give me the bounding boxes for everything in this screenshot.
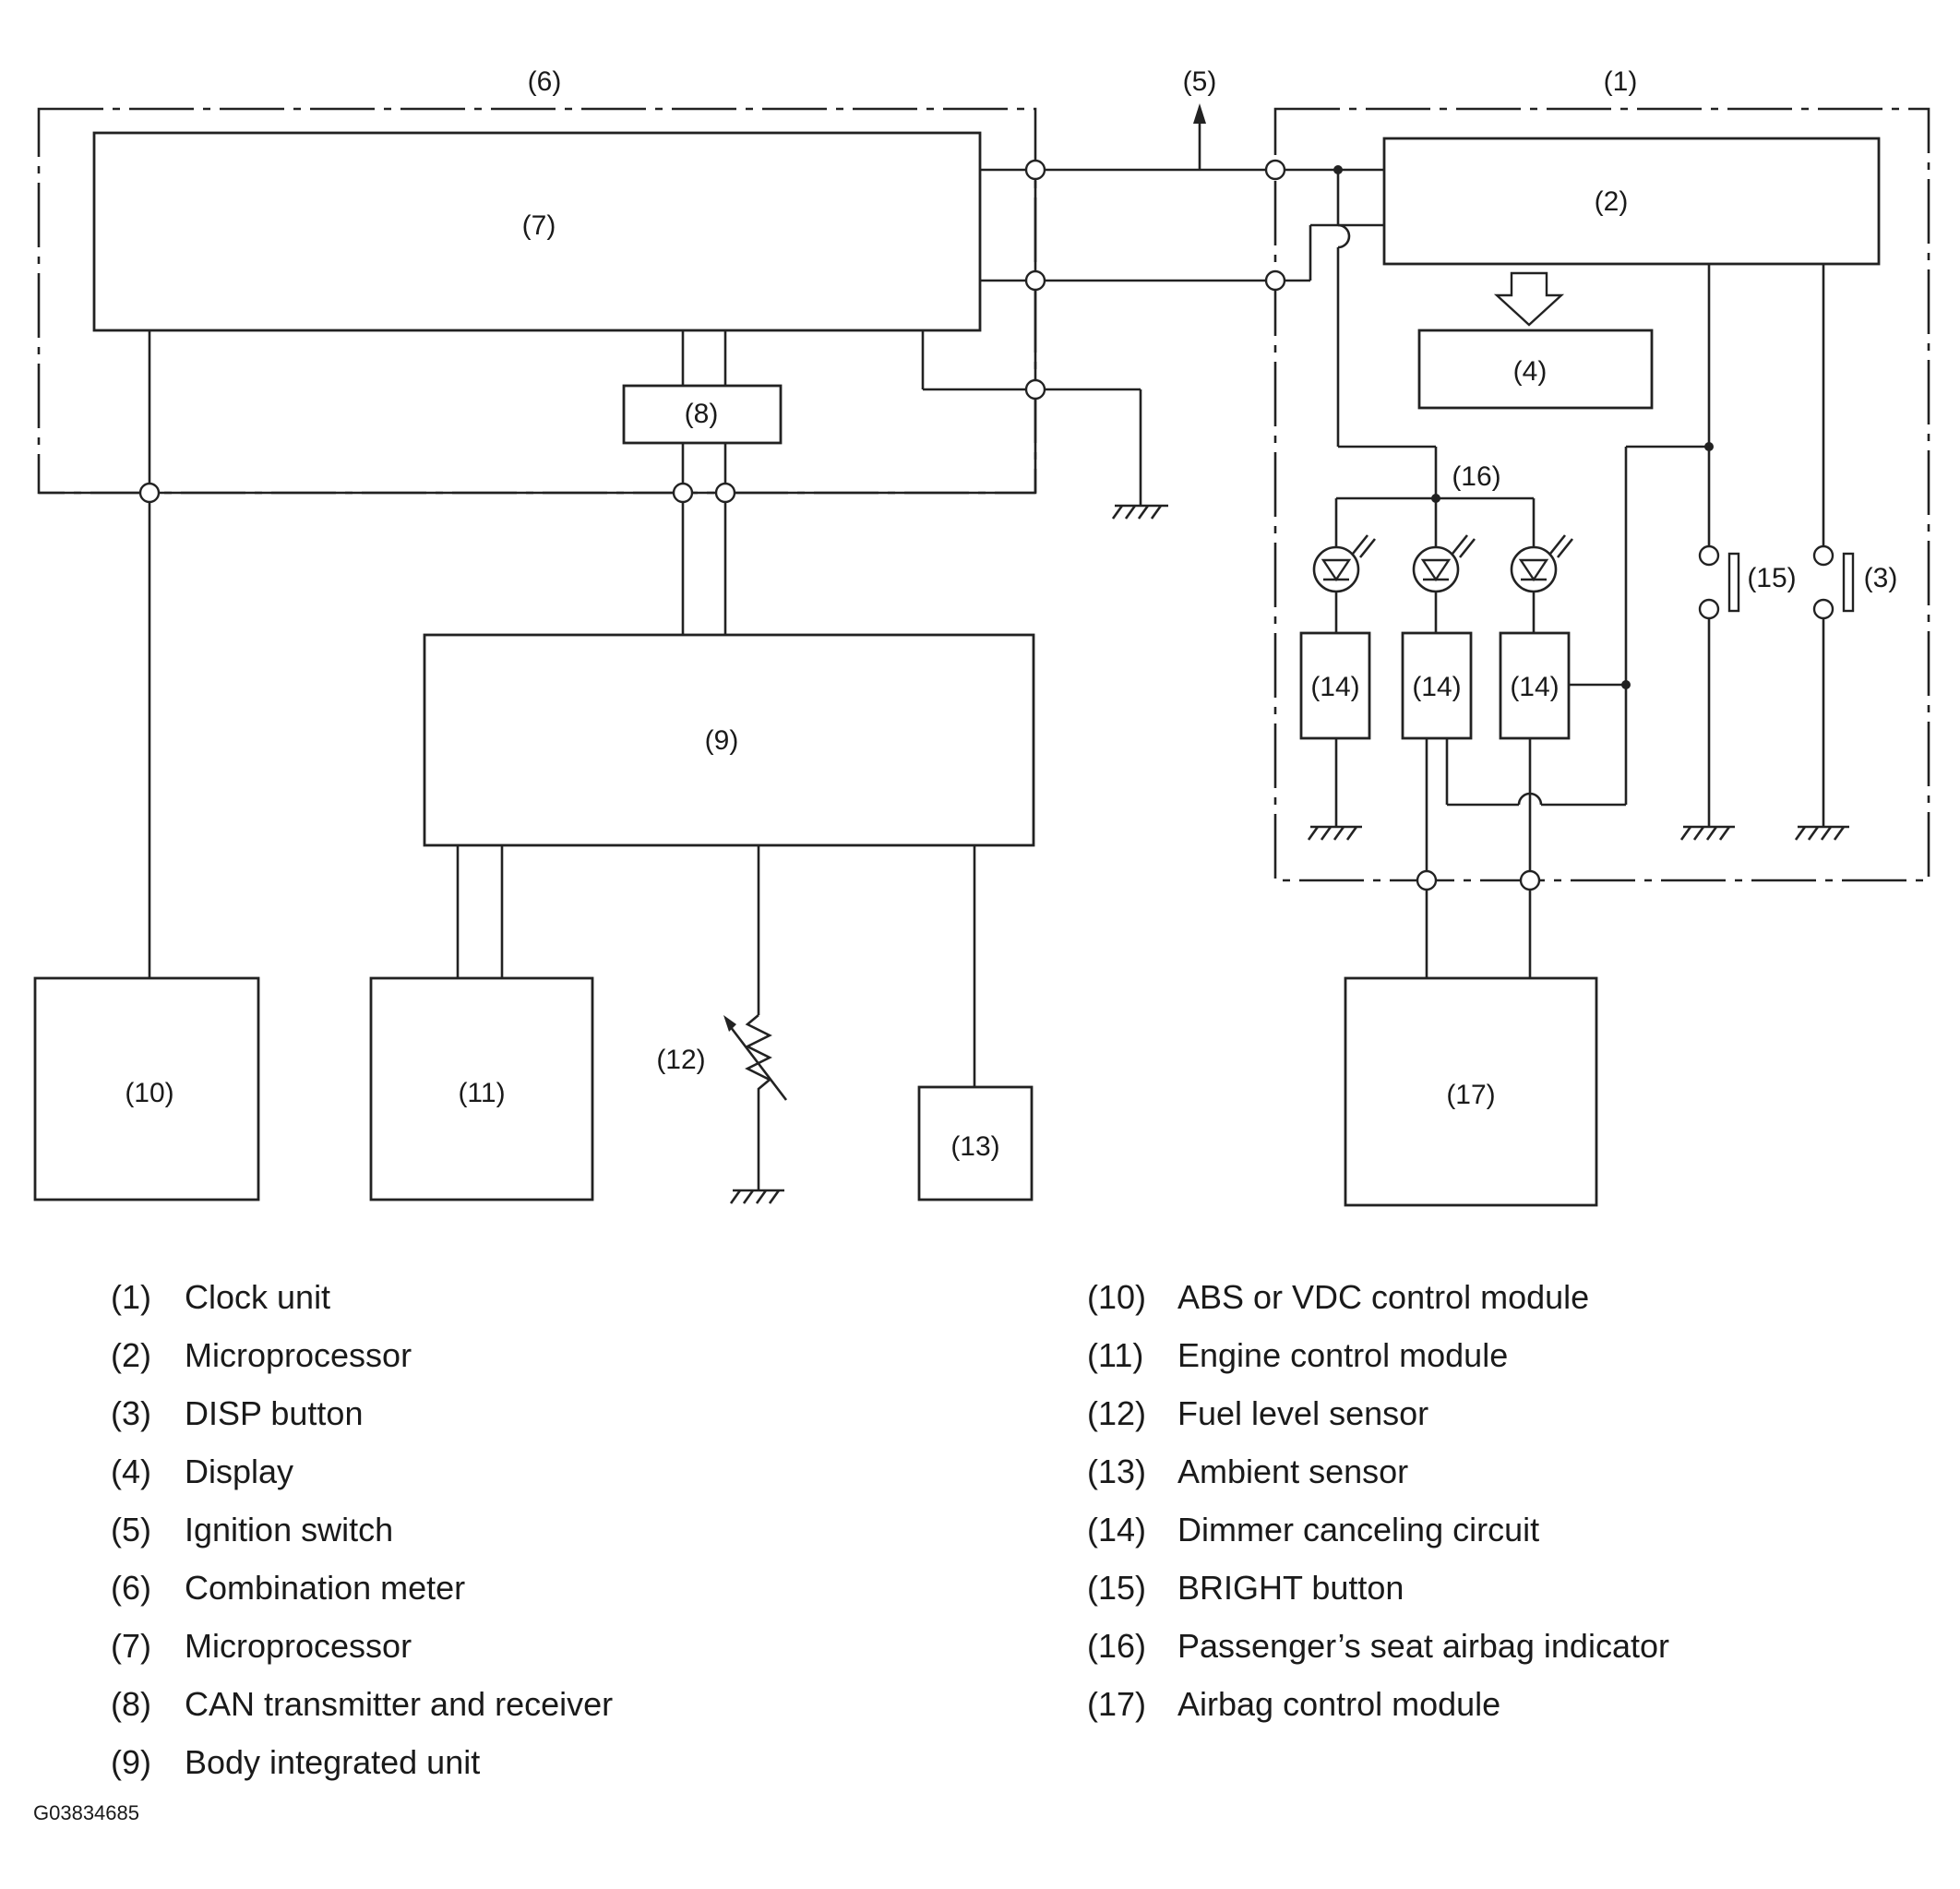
legend-left-num: (4) bbox=[111, 1453, 151, 1490]
legend-left-text: Ignition switch bbox=[185, 1511, 393, 1548]
callout-14a: (14) bbox=[1310, 672, 1359, 702]
callout-9: (9) bbox=[705, 725, 739, 756]
callout-17: (17) bbox=[1446, 1080, 1495, 1110]
callout-6: (6) bbox=[528, 66, 562, 97]
callout-13: (13) bbox=[950, 1131, 999, 1162]
legend-left-num: (6) bbox=[111, 1569, 151, 1607]
ignition-switch-arrow bbox=[1193, 103, 1206, 124]
legend-right-num: (15) bbox=[1087, 1569, 1146, 1607]
ground-icon bbox=[729, 1189, 784, 1204]
legend-right-text: Dimmer canceling circuit bbox=[1177, 1511, 1539, 1548]
legend-left-text: Body integrated unit bbox=[185, 1743, 480, 1781]
box-9-body-integrated-unit bbox=[423, 633, 1035, 847]
callout-11: (11) bbox=[458, 1078, 505, 1108]
legend-right-num: (17) bbox=[1087, 1685, 1146, 1723]
legend-left-text: DISP button bbox=[185, 1394, 363, 1432]
legend-left-num: (5) bbox=[111, 1511, 151, 1548]
callout-14c: (14) bbox=[1510, 672, 1559, 702]
legend-left-text: Combination meter bbox=[185, 1569, 465, 1607]
legend-right-text: Passenger’s seat airbag indicator bbox=[1177, 1627, 1669, 1665]
disp-button-switch-icon bbox=[1812, 544, 1855, 620]
connector-terminals bbox=[138, 159, 1541, 891]
legend-right-num: (16) bbox=[1087, 1627, 1146, 1665]
legend-left-num: (1) bbox=[111, 1278, 151, 1316]
legend-left-num: (9) bbox=[111, 1743, 151, 1781]
legend-right-num: (13) bbox=[1087, 1453, 1146, 1490]
legend-right-num: (10) bbox=[1087, 1278, 1146, 1316]
bright-button-switch-icon bbox=[1698, 544, 1740, 620]
led-indicator-icon bbox=[1510, 534, 1574, 593]
ground-icon bbox=[1679, 825, 1735, 841]
callout-4: (4) bbox=[1513, 356, 1548, 387]
legend-left-num: (8) bbox=[111, 1685, 151, 1723]
led-indicator-icon bbox=[1412, 534, 1476, 593]
legend-right: (10) ABS or VDC control module (11) Engi… bbox=[1087, 1278, 1669, 1723]
box-7-microprocessor bbox=[92, 131, 982, 332]
box-17-airbag bbox=[1344, 976, 1598, 1207]
callout-15: (15) bbox=[1747, 563, 1796, 593]
box-13-ambient bbox=[917, 1085, 1034, 1202]
legend-right-num: (12) bbox=[1087, 1394, 1146, 1432]
legend-left-text: Microprocessor bbox=[185, 1336, 412, 1374]
legend-right-text: Airbag control module bbox=[1177, 1685, 1500, 1723]
box-10-abs bbox=[33, 976, 260, 1202]
legend-left-text: Display bbox=[185, 1453, 293, 1490]
callout-1: (1) bbox=[1604, 66, 1638, 97]
legend-right-text: Ambient sensor bbox=[1177, 1453, 1408, 1490]
fuel-sensor-resistor-icon bbox=[723, 1014, 788, 1101]
box-2-microprocessor bbox=[1382, 137, 1881, 266]
box-8-can bbox=[622, 384, 783, 445]
legend-left: (1) Clock unit (2) Microprocessor (3) DI… bbox=[111, 1278, 613, 1781]
callout-14b: (14) bbox=[1412, 672, 1461, 702]
callout-10: (10) bbox=[125, 1078, 173, 1108]
legend-left-text: CAN transmitter and receiver bbox=[185, 1685, 613, 1723]
legend-left-num: (7) bbox=[111, 1627, 151, 1665]
legend-left-text: Clock unit bbox=[185, 1278, 330, 1316]
callout-2: (2) bbox=[1595, 186, 1629, 217]
callout-5: (5) bbox=[1183, 66, 1217, 97]
legend-left-num: (2) bbox=[111, 1336, 151, 1374]
box-14b-dimmer bbox=[1401, 631, 1473, 740]
box-14c-dimmer bbox=[1499, 631, 1571, 740]
ground-icon bbox=[1307, 825, 1362, 841]
callout-3: (3) bbox=[1864, 563, 1898, 593]
wires bbox=[39, 114, 1825, 1190]
box-4-display bbox=[1417, 329, 1654, 410]
callout-12: (12) bbox=[656, 1045, 705, 1075]
legend-right-text: Fuel level sensor bbox=[1177, 1394, 1428, 1432]
ground-icon bbox=[1794, 825, 1849, 841]
callout-8: (8) bbox=[685, 399, 719, 429]
box-14a-dimmer bbox=[1299, 631, 1371, 740]
ground-icon bbox=[1111, 498, 1168, 520]
legend-right-text: Engine control module bbox=[1177, 1336, 1508, 1374]
callout-7: (7) bbox=[522, 210, 556, 241]
legend-left-text: Microprocessor bbox=[185, 1627, 412, 1665]
legend-right-text: BRIGHT button bbox=[1177, 1569, 1404, 1607]
clock-unit-outline bbox=[1273, 107, 1930, 882]
box-11-ecm bbox=[369, 976, 594, 1202]
display-arrow bbox=[1493, 271, 1565, 327]
legend-right-num: (11) bbox=[1087, 1336, 1143, 1374]
figure-id: G03834685 bbox=[33, 1801, 139, 1824]
legend-left-num: (3) bbox=[111, 1394, 151, 1432]
junction-dots bbox=[1333, 165, 1714, 689]
legend-right-num: (14) bbox=[1087, 1511, 1146, 1548]
callout-16: (16) bbox=[1452, 461, 1500, 492]
led-indicator-icon bbox=[1312, 534, 1377, 593]
legend-right-text: ABS or VDC control module bbox=[1177, 1278, 1589, 1316]
